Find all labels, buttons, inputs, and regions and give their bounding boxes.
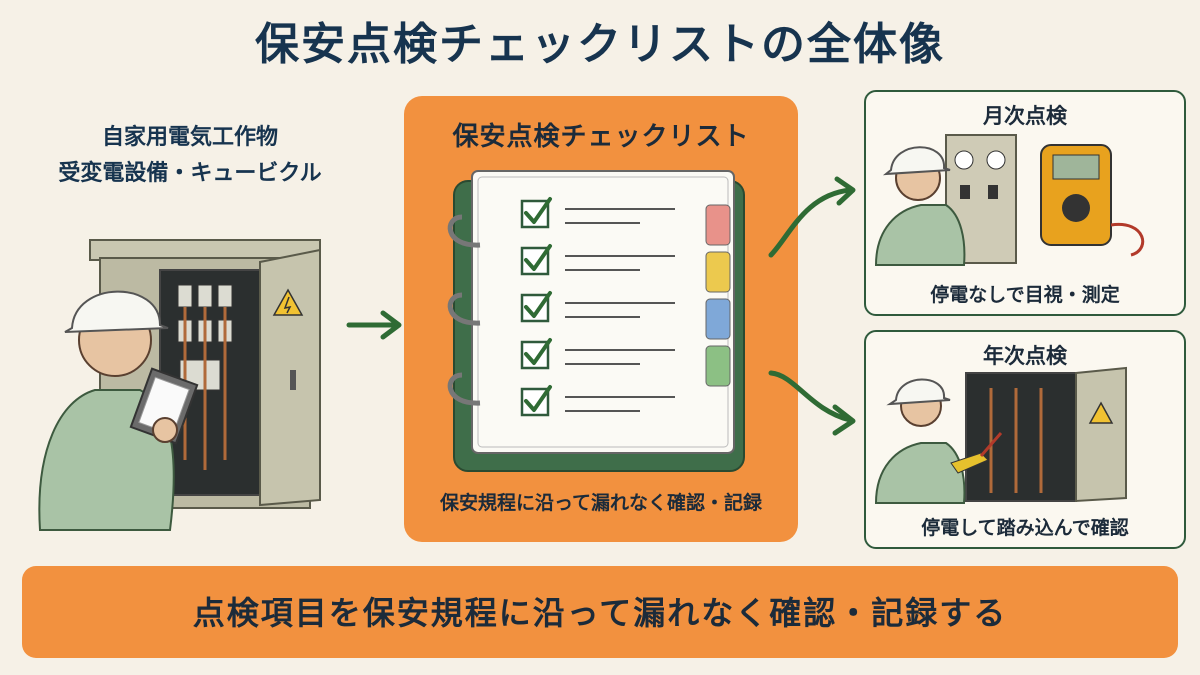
index-tab	[705, 345, 731, 387]
checklist-title: 保安点検チェックリスト	[452, 122, 750, 152]
checklist-item	[520, 385, 675, 417]
equipment-caption-line1: 自家用電気工作物	[101, 125, 278, 150]
monthly-inspection-illustration	[874, 134, 1145, 266]
equipment-caption-line2: 受変電設備・キュービクル	[58, 161, 322, 186]
arrow-right-icon	[346, 310, 402, 340]
checklist-item	[520, 244, 675, 276]
monthly-inspection-card	[864, 90, 1186, 316]
checkmark-icon	[524, 338, 552, 365]
equipment-caption: 自家用電気工作物 受変電設備・キュービクル	[40, 120, 340, 192]
page-title: 保安点検チェックリストの全体像	[255, 19, 945, 70]
checklist-item	[520, 338, 675, 370]
summary-banner-text: 点検項目を保安規程に沿って漏れなく確認・記録する	[192, 594, 1008, 632]
checkmark-icon	[524, 385, 552, 412]
checkmark-icon	[524, 244, 552, 271]
checkmark-icon	[524, 291, 552, 318]
arrow-to-monthly-icon	[768, 176, 856, 258]
checklist-caption: 保安規程に沿って漏れなく確認・記録	[439, 492, 763, 514]
monthly-title: 月次点検	[983, 104, 1067, 128]
index-tab	[705, 298, 731, 340]
summary-banner	[22, 566, 1178, 658]
index-tab	[705, 204, 731, 246]
high-voltage-warning-icon	[272, 288, 304, 316]
multimeter-icon	[1040, 144, 1145, 257]
cubicle-inspection-illustration	[38, 239, 321, 531]
arrow-to-annual-icon	[768, 370, 856, 436]
checklist-item	[520, 197, 675, 229]
checklist-binder-icon	[447, 170, 745, 472]
index-tab	[705, 251, 731, 293]
annual-title: 年次点検	[983, 344, 1067, 368]
annual-caption: 停電して踏み込んで確認	[921, 517, 1129, 539]
monthly-caption: 停電なしで目視・測定	[930, 284, 1120, 306]
annual-inspection-illustration	[874, 366, 1127, 504]
checklist-item	[520, 291, 675, 323]
checkmark-icon	[524, 197, 552, 224]
hard-hat-worker-icon	[38, 290, 199, 531]
clipboard-icon	[129, 367, 199, 445]
